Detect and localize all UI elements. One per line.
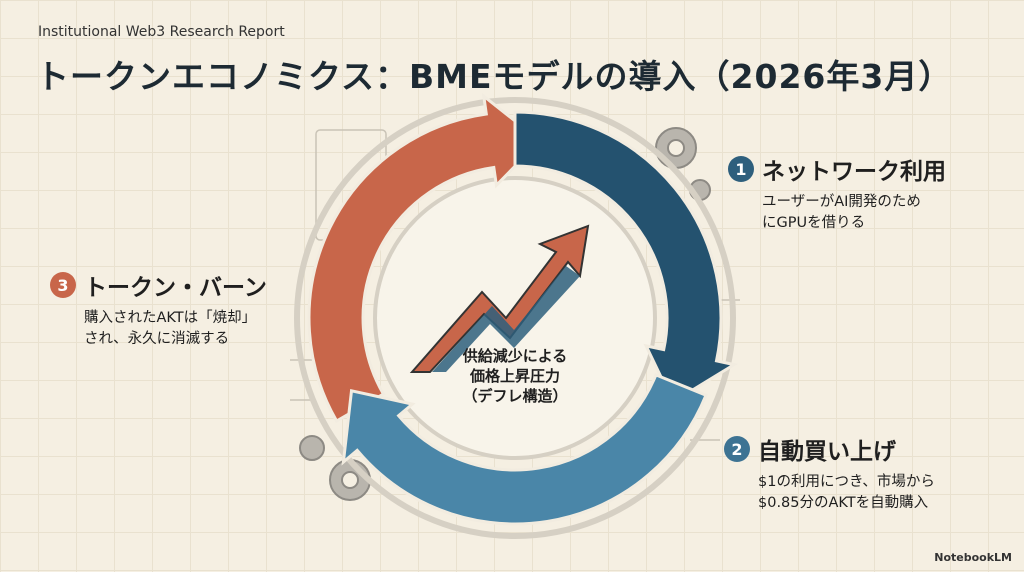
usage-cycle-arrow (513, 110, 739, 405)
step-network-usage: 1 ネットワーク利用 ユーザーがAI開発のためにGPUを借りる (728, 152, 946, 234)
outer-ring (294, 97, 736, 539)
notebooklm-logo: NotebookLM (934, 551, 1012, 564)
step-desc: $1の利用につき、市場から (758, 474, 935, 490)
step-desc: 購入されたAKTは「焼却」 (84, 310, 257, 326)
step-desc: され、永久に消滅する (84, 331, 230, 347)
step-desc: $0.85分のAKTを自動購入 (758, 495, 929, 511)
step-number-badge: 1 (728, 156, 754, 182)
step-title: 自動買い上げ (758, 439, 896, 465)
step-title: トークン・バーン (84, 275, 267, 301)
center-line: 供給減少による (462, 347, 568, 365)
center-line: 価格上昇圧力 (469, 367, 560, 385)
center-caption: 供給減少による 価格上昇圧力 （デフレ構造） (440, 346, 590, 406)
burn-cycle-arrow (307, 92, 543, 424)
step-auto-buyback: 2 自動買い上げ $1の利用につき、市場から $0.85分のAKTを自動購入 (724, 432, 935, 514)
step-number-badge: 2 (724, 436, 750, 462)
step-title: ネットワーク利用 (762, 159, 946, 185)
report-subtitle: Institutional Web3 Research Report (38, 24, 285, 40)
page-title: トークンエコノミクス：BMEモデルの導入（2026年3月） (36, 57, 953, 96)
price-trend-arrow-icon (409, 224, 590, 373)
step-number-badge: 3 (50, 272, 76, 298)
buyback-cycle-arrow (341, 372, 708, 526)
step-token-burn: 3 トークン・バーン 購入されたAKTは「焼却」され、永久に消滅する (50, 268, 267, 350)
step-desc: にGPUを借りる (762, 215, 866, 231)
step-desc: ユーザーがAI開発のため (762, 194, 921, 210)
center-line: （デフレ構造） (462, 387, 568, 405)
